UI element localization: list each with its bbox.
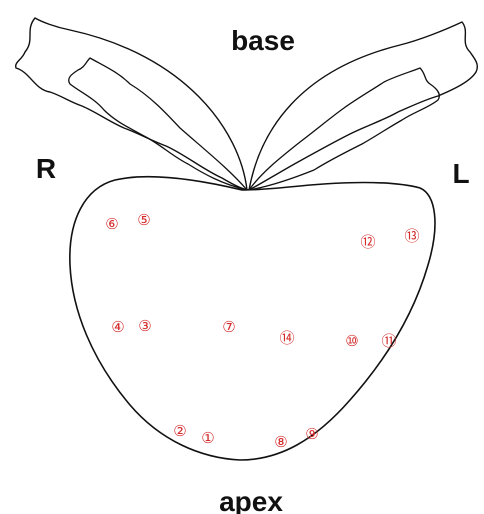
measurement-point-10: ⑩ [345,332,358,350]
measurement-point-1: ① [201,429,214,447]
measurement-point-14: ⑭ [279,329,294,347]
label-right: R [36,153,56,184]
measurement-point-3: ③ [138,317,151,335]
label-left: L [452,158,469,189]
measurement-point-9: ⑨ [305,425,318,443]
measurement-point-7: ⑦ [222,318,235,336]
measurement-point-11: ⑪ [381,332,396,350]
label-apex: apex [219,486,283,514]
measurement-point-8: ⑧ [274,433,287,451]
measurement-point-12: ⑫ [360,233,375,251]
label-base: base [231,25,295,56]
measurement-point-13: ⑬ [404,227,419,245]
measurement-point-4: ④ [111,318,124,336]
measurement-point-6: ⑥ [105,215,118,233]
measurement-point-2: ② [173,422,186,440]
measurement-point-5: ⑤ [137,211,150,229]
